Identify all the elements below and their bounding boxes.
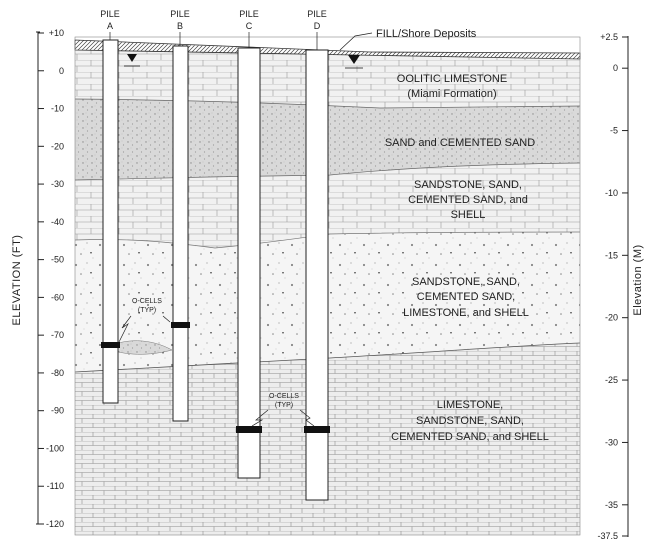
sandstone-shell-label-2: CEMENTED SAND, and: [408, 194, 528, 206]
right-axis-tick-label: 0: [613, 63, 618, 73]
limestone-label-3: CEMENTED SAND, and SHELL: [391, 431, 549, 443]
water-table: [124, 54, 363, 69]
pile-a-shaft: [102, 39, 119, 404]
pile-c-label: PILE: [239, 9, 259, 19]
left-axis-tick-label: -60: [51, 292, 64, 302]
right-axis-tick-label: -15: [605, 250, 618, 260]
o-cell-c: [236, 426, 262, 433]
layer-labels: OOLITIC LIMESTONE (Miami Formation) SAND…: [385, 73, 549, 443]
sandstone-shell-label-3: SHELL: [451, 209, 486, 221]
left-axis-tick-label: -120: [46, 519, 64, 529]
pile-b-shaft: [172, 45, 189, 422]
o-cell-label-line1: O-CELLS: [269, 393, 299, 400]
sandstone-limestone-label-3: LIMESTONE, and SHELL: [403, 307, 529, 319]
pile-b-id: B: [177, 21, 183, 31]
water-table-icon: [348, 55, 360, 64]
pile-d-id: D: [314, 21, 321, 31]
fill-label: FILL/Shore Deposits: [376, 28, 477, 40]
left-axis-tick-label: +10: [49, 28, 64, 38]
left-axis-tick-label: -70: [51, 330, 64, 340]
left-axis-tick-label: -40: [51, 217, 64, 227]
o-cell-callout-left: O-CELLS (TYP): [118, 298, 171, 343]
left-axis-tick-label: -90: [51, 406, 64, 416]
pile-b-label: PILE: [170, 9, 190, 19]
o-cell-label-line2: (TYP): [138, 307, 156, 314]
o-cell-a: [101, 342, 120, 348]
pile-a-id: A: [107, 21, 113, 31]
left-axis-tick-label: 0: [59, 66, 64, 76]
right-axis-tick-label: +2.5: [600, 32, 618, 42]
o-cell-d: [304, 426, 330, 433]
o-cell-callout-right: O-CELLS (TYP): [251, 393, 315, 427]
right-axis: +2.5 0 -5 -10 -15 -20 -25 -30 -35 -37.5 Elevation…: [597, 32, 644, 541]
right-axis-tick-label: -10: [605, 188, 618, 198]
o-cell-label-line2: (TYP): [275, 402, 293, 409]
oolitic-label-1: OOLITIC LIMESTONE: [397, 73, 507, 85]
water-table-icon: [127, 54, 137, 62]
o-cell-label-line1: O-CELLS: [132, 298, 162, 305]
limestone-label-2: SANDSTONE, SAND,: [416, 415, 524, 427]
right-axis-tick-label: -37.5: [597, 531, 618, 541]
left-axis-tick-label: -50: [51, 255, 64, 265]
sandstone-shell-label-1: SANDSTONE, SAND,: [414, 179, 522, 191]
left-axis: +10 0 -10 -20 -30 -40 -50 -60 -70 -80 -90 -100 -110 -…: [11, 28, 64, 529]
sandstone-limestone-label-2: CEMENTED SAND,: [417, 291, 515, 303]
right-axis-tick-label: -5: [610, 126, 618, 136]
pile-a-label: PILE: [100, 9, 120, 19]
right-axis-tick-label: -25: [605, 375, 618, 385]
pile-c-id: C: [246, 21, 253, 31]
pile-labels: PILE A PILE B PILE C PILE D: [100, 9, 327, 50]
o-cell-b: [171, 322, 190, 328]
oolitic-label-2: (Miami Formation): [407, 88, 496, 100]
left-axis-tick-label: -80: [51, 368, 64, 378]
pile-d-label: PILE: [307, 9, 327, 19]
right-axis-tick-label: -20: [605, 313, 618, 323]
left-axis-tick-label: -10: [51, 104, 64, 114]
piles: [101, 39, 330, 501]
left-axis-title: ELEVATION (FT): [11, 235, 23, 326]
pile-d-shaft: [305, 49, 329, 501]
right-axis-tick-label: -30: [605, 437, 618, 447]
limestone-label-1: LIMESTONE,: [437, 399, 503, 411]
left-axis-tick-label: -30: [51, 179, 64, 189]
right-axis-tick-label: -35: [605, 500, 618, 510]
left-axis-tick-label: -100: [46, 443, 64, 453]
right-axis-title: Elevation (M): [632, 244, 644, 315]
left-axis-tick-label: -110: [47, 481, 64, 491]
left-axis-tick-label: -20: [51, 141, 64, 151]
sand-label: SAND and CEMENTED SAND: [385, 137, 535, 149]
sandstone-limestone-label-1: SANDSTONE, SAND,: [412, 276, 520, 288]
pile-c-shaft: [237, 47, 261, 479]
